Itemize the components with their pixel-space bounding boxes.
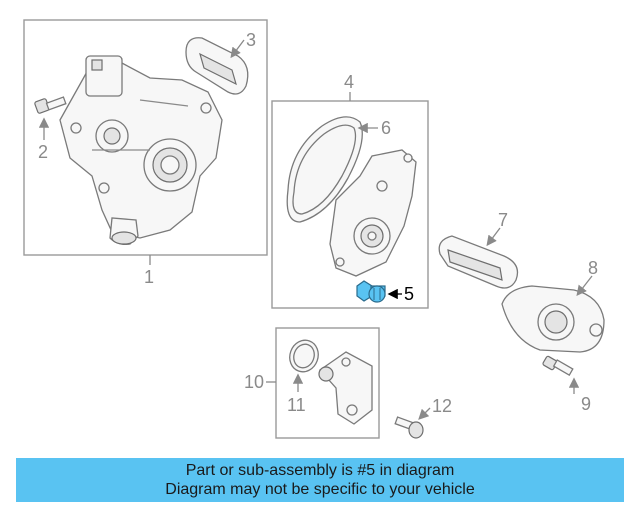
- water-pump-body[interactable]: [329, 149, 417, 277]
- callout-3: 3: [246, 30, 256, 50]
- caption-line-2: Diagram may not be specific to your vehi…: [165, 481, 475, 498]
- thermostat-part-7[interactable]: [438, 235, 519, 289]
- bolt-part-9[interactable]: [542, 355, 574, 376]
- caption-bar: Part or sub-assembly is #5 in diagram Di…: [16, 458, 624, 502]
- callout-6: 6: [381, 118, 391, 138]
- callout-5: 5: [404, 284, 414, 304]
- bolt-part-2[interactable]: [34, 96, 67, 114]
- water-pump-housing[interactable]: [59, 55, 223, 246]
- bolt-part-12[interactable]: [394, 416, 424, 439]
- housing-cover-part-8[interactable]: [501, 285, 605, 353]
- callout-4: 4: [344, 72, 354, 92]
- assembly-1-frame: [23, 19, 268, 256]
- callout-12: 12: [432, 396, 452, 416]
- seal-ring-part-6[interactable]: [286, 116, 363, 223]
- callout-10: 10: [244, 372, 264, 392]
- bolt-part-5[interactable]: [356, 280, 386, 303]
- callout-2: 2: [38, 142, 48, 162]
- callout-8: 8: [588, 258, 598, 278]
- caption-line-1: Part or sub-assembly is #5 in diagram: [185, 462, 455, 479]
- gasket-part-3[interactable]: [185, 37, 249, 95]
- callout-7: 7: [498, 210, 508, 230]
- coolant-flange[interactable]: [318, 351, 373, 425]
- callout-11: 11: [287, 395, 306, 415]
- callout-1: 1: [144, 267, 154, 287]
- callout-9: 9: [581, 394, 591, 414]
- o-ring-part-11[interactable]: [285, 336, 322, 376]
- assembly-10-frame: [275, 327, 380, 439]
